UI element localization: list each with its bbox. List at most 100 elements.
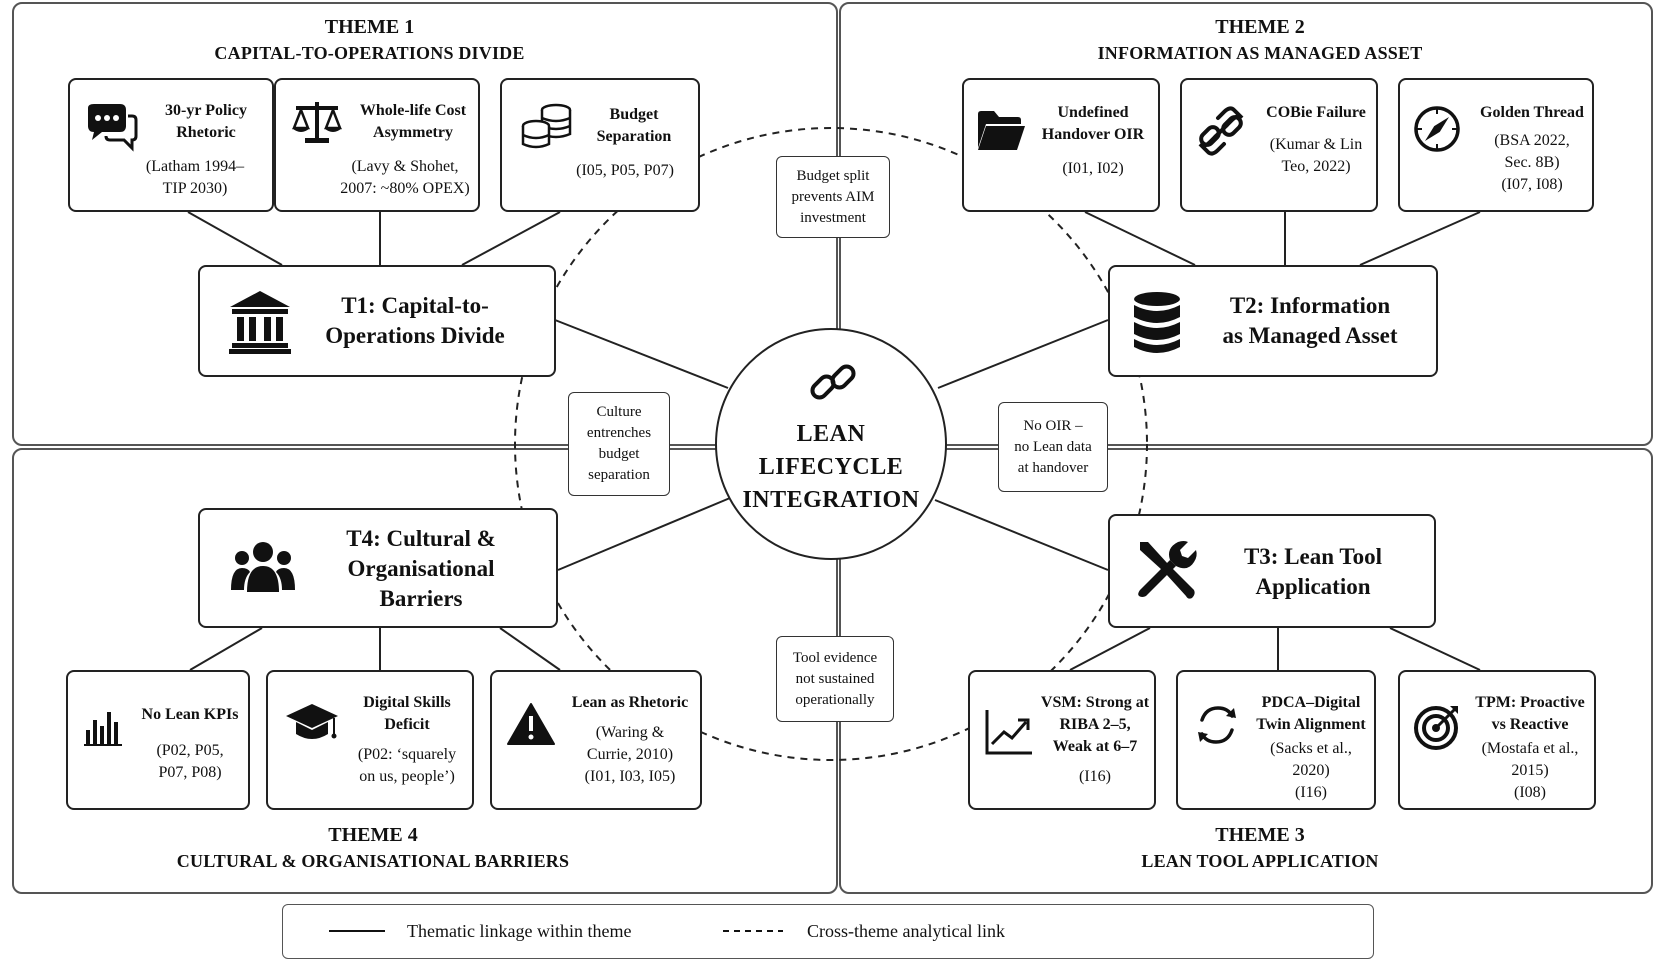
- note-line: not sustained: [795, 670, 875, 687]
- theme-2-header: THEME 2 INFORMATION AS MANAGED ASSET: [900, 14, 1620, 66]
- card-subtitle: Sec. 8B): [1504, 154, 1560, 171]
- people-icon: [230, 540, 296, 599]
- main-label-line: T2: Information: [1229, 293, 1391, 318]
- theme-4-number: THEME 4: [328, 824, 418, 846]
- graduation-cap-icon: [284, 700, 340, 749]
- theme-4-name: CULTURAL & ORGANISATIONAL BARRIERS: [176, 851, 570, 871]
- card-title: Lean as Rhetoric: [571, 694, 689, 711]
- main-label-line: as Managed Asset: [1222, 323, 1398, 348]
- note-line: prevents AIM: [791, 188, 875, 205]
- card-subtitle: 2020): [1292, 762, 1330, 779]
- t1-card-budget-separation: Budget Separation (I05, P05, P07): [500, 78, 700, 212]
- card-subtitle: (Latham 1994–: [145, 158, 245, 175]
- database-icon: [1132, 291, 1182, 360]
- trend-chart-icon: [984, 708, 1034, 761]
- t2-card-cobie-failure: COBie Failure (Kumar & Lin Teo, 2022): [1180, 78, 1378, 212]
- cross-link-note-bottom: Tool evidence not sustained operationall…: [776, 636, 894, 722]
- center-hub: LEAN LIFECYCLE INTEGRATION: [715, 328, 947, 560]
- main-label-line: Application: [1255, 574, 1371, 599]
- main-label-line: Organisational: [347, 556, 495, 581]
- legend-dashed-label: Cross-theme analytical link: [807, 921, 1005, 941]
- t2-card-golden-thread: Golden Thread (BSA 2022, Sec. 8B) (I07, …: [1398, 78, 1594, 212]
- t4-card-lean-rhetoric: Lean as Rhetoric (Waring & Currie, 2010)…: [490, 670, 702, 810]
- card-title: Handover OIR: [1041, 126, 1145, 143]
- card-subtitle: (I05, P05, P07): [576, 162, 674, 179]
- note-line: No OIR –: [1023, 417, 1083, 434]
- t1-card-policy-rhetoric: 30-yr Policy Rhetoric (Latham 1994– TIP …: [68, 78, 274, 212]
- card-title: Separation: [596, 128, 672, 145]
- thematic-solid-links: [187, 211, 1481, 671]
- theme-3-number: THEME 3: [1215, 824, 1305, 846]
- main-label-line: T1: Capital-to-: [341, 293, 489, 318]
- card-title: Asymmetry: [373, 124, 453, 141]
- theme-1-header: THEME 1 CAPITAL-TO-OPERATIONS DIVIDE: [12, 14, 727, 66]
- tools-icon: [1134, 538, 1198, 607]
- warning-icon: [506, 702, 556, 751]
- card-subtitle: (P02: ‘squarely: [357, 746, 457, 763]
- t1-main-box: T1: Capital-to- Operations Divide: [198, 265, 556, 377]
- t3-card-pdca: PDCA–Digital Twin Alignment (Sacks et al…: [1176, 670, 1376, 810]
- card-subtitle: (I01, I02): [1062, 160, 1124, 177]
- note-line: no Lean data: [1014, 438, 1092, 455]
- main-label-line: T3: Lean Tool: [1243, 544, 1383, 569]
- card-title: No Lean KPIs: [141, 706, 239, 723]
- dashed-line-legend-icon: [723, 930, 783, 932]
- card-subtitle: (Lavy & Shohet,: [351, 158, 459, 175]
- card-title: Budget: [609, 106, 659, 123]
- card-title: TPM: Proactive: [1475, 694, 1585, 711]
- card-subtitle: (I01, I03, I05): [584, 768, 676, 785]
- bank-icon: [228, 289, 292, 360]
- target-icon: [1412, 702, 1462, 757]
- card-subtitle: (I16): [1295, 784, 1327, 801]
- note-line: at handover: [1017, 459, 1089, 476]
- main-label-line: T4: Cultural &: [346, 526, 496, 551]
- main-label-line: Operations Divide: [325, 323, 505, 348]
- note-line: Tool evidence: [792, 649, 878, 666]
- card-title: Deficit: [384, 716, 430, 733]
- center-label-line: LIFECYCLE: [758, 454, 904, 480]
- note-line: investment: [800, 209, 866, 226]
- card-title: COBie Failure: [1266, 104, 1366, 121]
- main-label-line: Barriers: [379, 586, 463, 611]
- card-title: Rhetoric: [176, 124, 236, 141]
- card-title: Weak at 6–7: [1052, 738, 1138, 755]
- card-subtitle: (P02, P05,: [156, 742, 224, 759]
- bar-chart-icon: [84, 706, 124, 751]
- theme-1-name: CAPITAL-TO-OPERATIONS DIVIDE: [214, 43, 525, 63]
- card-subtitle: 2007: ~80% OPEX): [340, 180, 470, 197]
- card-subtitle: on us, people’): [359, 768, 455, 785]
- link-icon: [807, 356, 859, 413]
- legend-solid-label: Thematic linkage within theme: [407, 921, 632, 941]
- card-title: PDCA–Digital: [1261, 694, 1361, 711]
- t4-card-digital-skills: Digital Skills Deficit (P02: ‘squarely o…: [266, 670, 474, 810]
- card-subtitle: Currie, 2010): [586, 746, 674, 763]
- card-subtitle: P07, P08): [158, 764, 222, 781]
- card-subtitle: Teo, 2022): [1281, 158, 1351, 175]
- card-subtitle: (I08): [1514, 784, 1546, 801]
- card-title: vs Reactive: [1491, 716, 1569, 733]
- card-subtitle: (Waring &: [595, 724, 665, 741]
- note-line: entrenches: [586, 425, 652, 441]
- coins-icon: [520, 102, 574, 157]
- card-title: Whole-life Cost: [359, 102, 467, 119]
- folder-icon: [976, 108, 1026, 157]
- note-line: budget: [598, 446, 640, 462]
- legend: Thematic linkage within theme Cross-them…: [282, 904, 1374, 959]
- card-subtitle: (Sacks et al.,: [1270, 740, 1352, 757]
- card-subtitle: (I07, I08): [1501, 176, 1563, 193]
- t1-card-whole-life-cost: Whole-life Cost Asymmetry (Lavy & Shohet…: [274, 78, 480, 212]
- card-title: 30-yr Policy: [165, 102, 247, 119]
- card-subtitle: (Kumar & Lin: [1269, 136, 1363, 153]
- card-subtitle: (I16): [1079, 768, 1111, 785]
- theme-1-number: THEME 1: [324, 16, 415, 38]
- theme-3-header: THEME 3 LEAN TOOL APPLICATION: [900, 822, 1620, 874]
- cross-link-note-top: Budget split prevents AIM investment: [776, 156, 890, 238]
- note-line: Culture: [596, 404, 642, 420]
- t4-main-box: T4: Cultural & Organisational Barriers: [198, 508, 558, 628]
- cross-link-note-left: Culture entrenches budget separation: [568, 392, 670, 496]
- card-subtitle: 2015): [1511, 762, 1549, 779]
- note-line: separation: [588, 467, 650, 483]
- theme-2-name: INFORMATION AS MANAGED ASSET: [1097, 43, 1423, 63]
- card-subtitle: (BSA 2022,: [1494, 132, 1570, 149]
- note-line: Budget split: [796, 167, 870, 184]
